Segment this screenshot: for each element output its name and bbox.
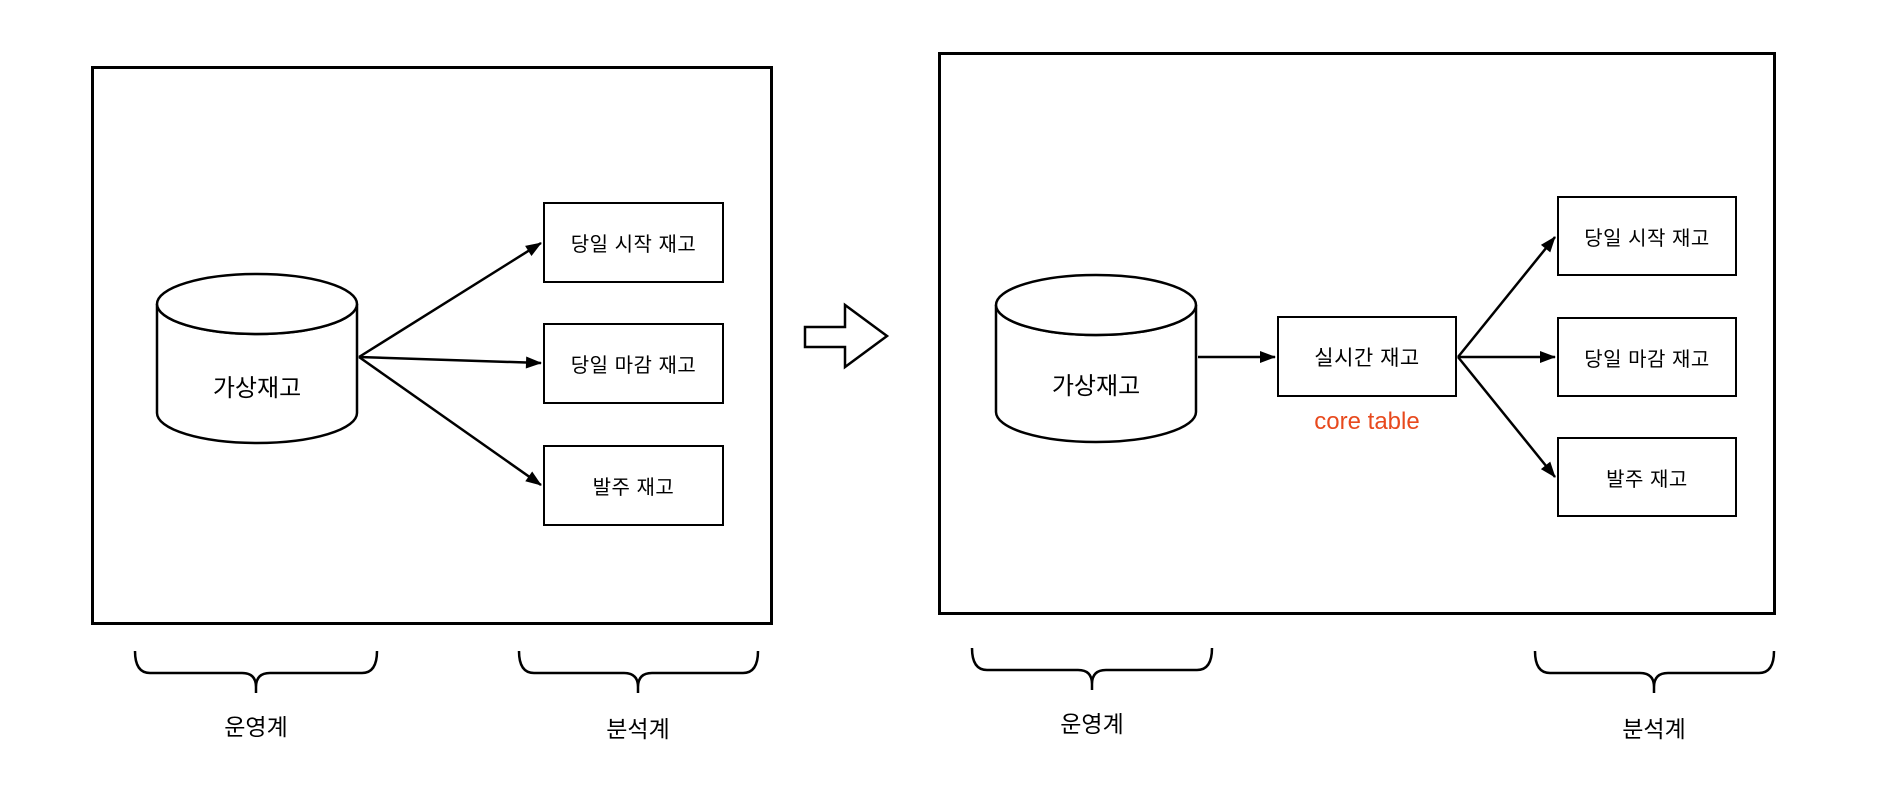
node-start-stock-before: 당일 시작 재고 — [543, 202, 724, 283]
group-label-analytical-after: 분석계 — [1622, 716, 1686, 742]
database-label-before: 가상재고 — [212, 375, 302, 402]
panel-before — [91, 66, 773, 625]
node-label: 당일 시작 재고 — [1584, 227, 1710, 250]
braces — [133, 647, 1776, 693]
database-label-after: 가상재고 — [1051, 373, 1141, 400]
node-label: 당일 마감 재고 — [570, 355, 697, 377]
brace-before-analytical — [517, 650, 760, 693]
node-label: 발주 재고 — [1606, 468, 1688, 491]
brace-after-analytical — [1533, 650, 1776, 693]
node-order-stock-after: 발주 재고 — [1557, 437, 1737, 517]
group-label-analytical-before: 분석계 — [606, 716, 670, 742]
group-label-operational-before: 운영계 — [224, 714, 288, 740]
node-core-table: 실시간 재고 — [1277, 316, 1457, 397]
brace-before-operational — [133, 650, 379, 693]
node-close-stock-before: 당일 마감 재고 — [543, 323, 724, 404]
brace-after-operational — [970, 647, 1214, 690]
transform-arrow-icon — [803, 302, 890, 370]
node-label: 실시간 재고 — [1314, 346, 1420, 370]
group-label-operational-after: 운영계 — [1060, 711, 1124, 737]
core-table-annotation: core table — [1314, 408, 1420, 435]
node-label: 당일 시작 재고 — [570, 234, 697, 256]
node-label: 발주 재고 — [592, 477, 675, 499]
node-start-stock-after: 당일 시작 재고 — [1557, 196, 1737, 276]
node-label: 당일 마감 재고 — [1584, 348, 1710, 371]
node-order-stock-before: 발주 재고 — [543, 445, 724, 526]
node-close-stock-after: 당일 마감 재고 — [1557, 317, 1737, 397]
panel-after — [938, 52, 1776, 615]
